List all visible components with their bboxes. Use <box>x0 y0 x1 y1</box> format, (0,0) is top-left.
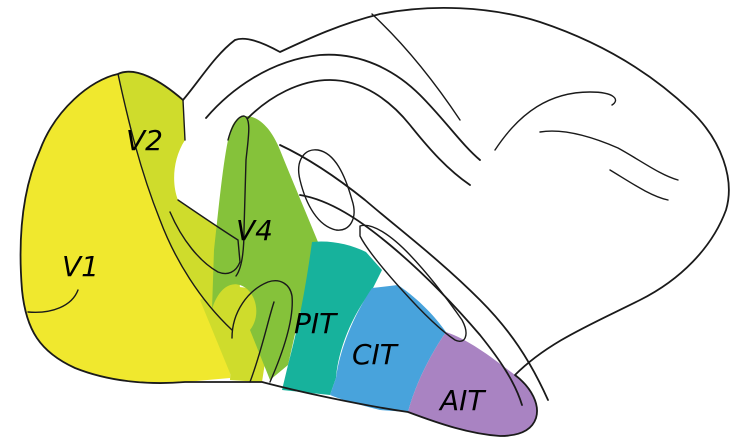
sulcus-principal <box>540 131 678 180</box>
sulcus-arcuate <box>495 92 616 150</box>
sulcus-central <box>372 14 460 120</box>
label-cit: CIT <box>352 338 399 371</box>
sulcus-frontal-minor <box>610 170 668 200</box>
label-v4: V4 <box>236 214 273 247</box>
label-pit: PIT <box>294 307 338 340</box>
label-ait: AIT <box>438 384 486 417</box>
label-v2: V2 <box>126 124 163 157</box>
label-v1: V1 <box>62 250 99 283</box>
